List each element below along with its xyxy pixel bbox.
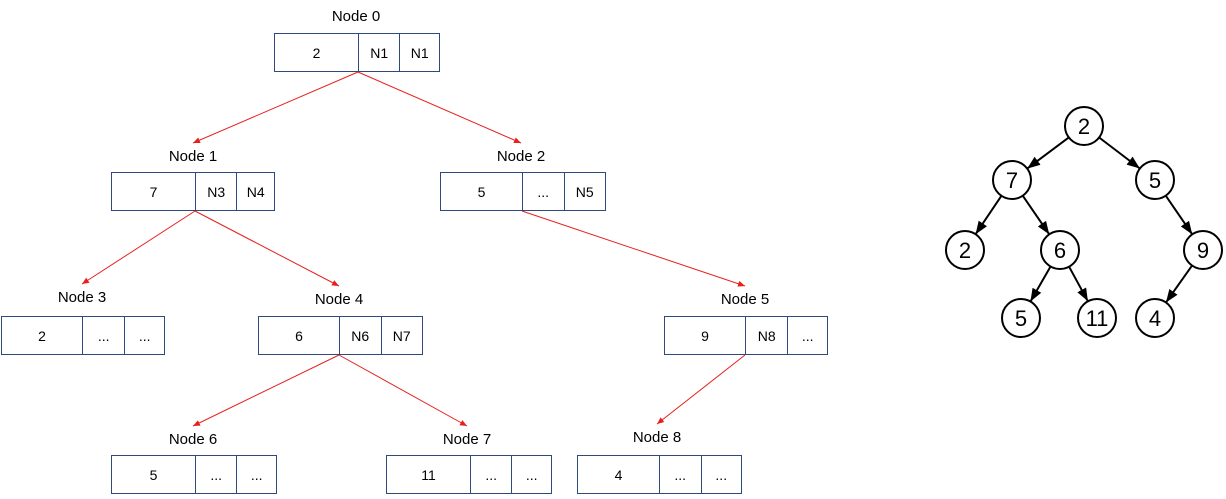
node-2-value-cell: 5	[477, 183, 486, 200]
node-4-left-pointer-cell: N6	[339, 317, 381, 354]
node-3-value-cell: 2	[38, 327, 46, 344]
edge-node-0-to-node-1	[192, 71, 359, 144]
tree-node-circle	[1135, 298, 1175, 338]
node-6-right-pointer-cell: ...	[236, 456, 276, 493]
node-7-box: 11......	[386, 455, 552, 494]
tree-edge-1-to-4	[1021, 195, 1051, 235]
node-4-value-cell: 6	[295, 327, 303, 344]
tree-node-circle	[1040, 230, 1080, 270]
node-5-box: 9 N8...	[664, 316, 828, 355]
node-0-label: Node 0	[331, 8, 381, 25]
node-8-value-cell: 4	[614, 466, 623, 483]
node-1-value-cell: 7	[149, 183, 158, 200]
tree-node-circle	[1001, 298, 1041, 338]
node-5-right-pointer-cell: ...	[787, 317, 827, 354]
tree-node-value: 7	[1006, 168, 1018, 193]
node-5-left-pointer-cell: N8	[745, 317, 787, 354]
tree-node-circle	[992, 160, 1032, 200]
tree-node-4: 6	[1040, 230, 1080, 270]
node-4-right-pointer-cell: N7	[380, 317, 423, 354]
node-8-right-pointer-cell: ...	[700, 456, 742, 493]
node-1-right-pointer-cell: N4	[236, 173, 274, 210]
node-4-label: Node 4	[314, 291, 364, 308]
node-1-left-pointer-cell: N3	[194, 173, 237, 210]
node-6-label: Node 6	[168, 431, 218, 448]
tree-node-value: 4	[1149, 306, 1161, 331]
node-8-left-pointer-cell: ...	[659, 456, 701, 493]
node-8-label: Node 8	[632, 429, 682, 446]
tree-node-circle	[1064, 106, 1104, 146]
tree-node-8: 4	[1135, 298, 1175, 338]
edge-node-2-to-node-5	[521, 210, 746, 287]
tree-node-value: 2	[1078, 114, 1090, 139]
tree-node-circle	[1135, 160, 1175, 200]
node-5-label: Node 5	[720, 291, 770, 308]
node-1-label: Node 1	[168, 148, 218, 165]
node-3-right-pointer-cell: ...	[124, 317, 164, 354]
node-2-box: 5...N5	[440, 172, 606, 211]
node-7-label: Node 7	[442, 431, 492, 448]
tree-node-value: 6	[1054, 238, 1066, 263]
tree-node-circle	[945, 230, 985, 270]
node-0-value-cell: 2	[312, 44, 321, 61]
node-2-label: Node 2	[496, 148, 546, 165]
tree-node-0: 2	[1064, 106, 1104, 146]
node-6-value-cell: 5	[149, 466, 158, 483]
tree-edge-2-to-5	[1164, 195, 1194, 235]
edge-node-1-to-node-3	[81, 210, 196, 285]
tree-node-value: 5	[1149, 168, 1161, 193]
tree-node-circle	[1183, 230, 1223, 270]
node-3-box: 2......	[1, 316, 165, 355]
tree-node-3: 2	[945, 230, 985, 270]
node-6-box: 5......	[111, 455, 277, 494]
node-5-value-cell: 9	[701, 327, 709, 344]
node-7-right-pointer-cell: ...	[511, 456, 551, 493]
tree-node-2: 5	[1135, 160, 1175, 200]
tree-node-value: 9	[1197, 238, 1209, 263]
tree-node-6: 5	[1001, 298, 1041, 338]
node-0-left-pointer-cell: N1	[357, 34, 400, 71]
tree-node-1: 7	[992, 160, 1032, 200]
tree-edge-0-to-2	[1098, 136, 1141, 170]
node-0-right-pointer-cell: N1	[399, 34, 439, 71]
edge-node-4-to-node-7	[338, 354, 468, 427]
node-7-value-cell: 11	[421, 466, 436, 483]
edge-node-5-to-node-8	[656, 354, 746, 425]
tree-edge-5-to-8	[1165, 264, 1193, 304]
tree-edge-1-to-3	[974, 195, 1003, 235]
edge-node-0-to-node-2	[357, 71, 522, 144]
edge-node-4-to-node-6	[192, 354, 340, 427]
node-3-left-pointer-cell: ...	[82, 317, 124, 354]
tree-node-value: 2	[959, 238, 971, 263]
node-2-right-pointer-cell: N5	[563, 173, 606, 210]
tree-edge-0-to-1	[1026, 136, 1070, 170]
tree-node-7: 11	[1077, 298, 1117, 338]
node-7-left-pointer-cell: ...	[469, 456, 512, 493]
tree-node-5: 9	[1183, 230, 1223, 270]
node-2-left-pointer-cell: ...	[522, 173, 564, 210]
tree-node-value: 5	[1015, 306, 1027, 331]
edge-node-1-to-node-4	[194, 210, 340, 287]
node-6-left-pointer-cell: ...	[194, 456, 237, 493]
node-8-box: 4......	[577, 455, 742, 494]
tree-edge-4-to-6	[1029, 265, 1052, 303]
tree-edge-4-to-7	[1068, 266, 1089, 302]
node-3-label: Node 3	[57, 289, 107, 306]
tree-node-circle	[1077, 298, 1117, 338]
tree-node-value: 11	[1086, 306, 1109, 331]
